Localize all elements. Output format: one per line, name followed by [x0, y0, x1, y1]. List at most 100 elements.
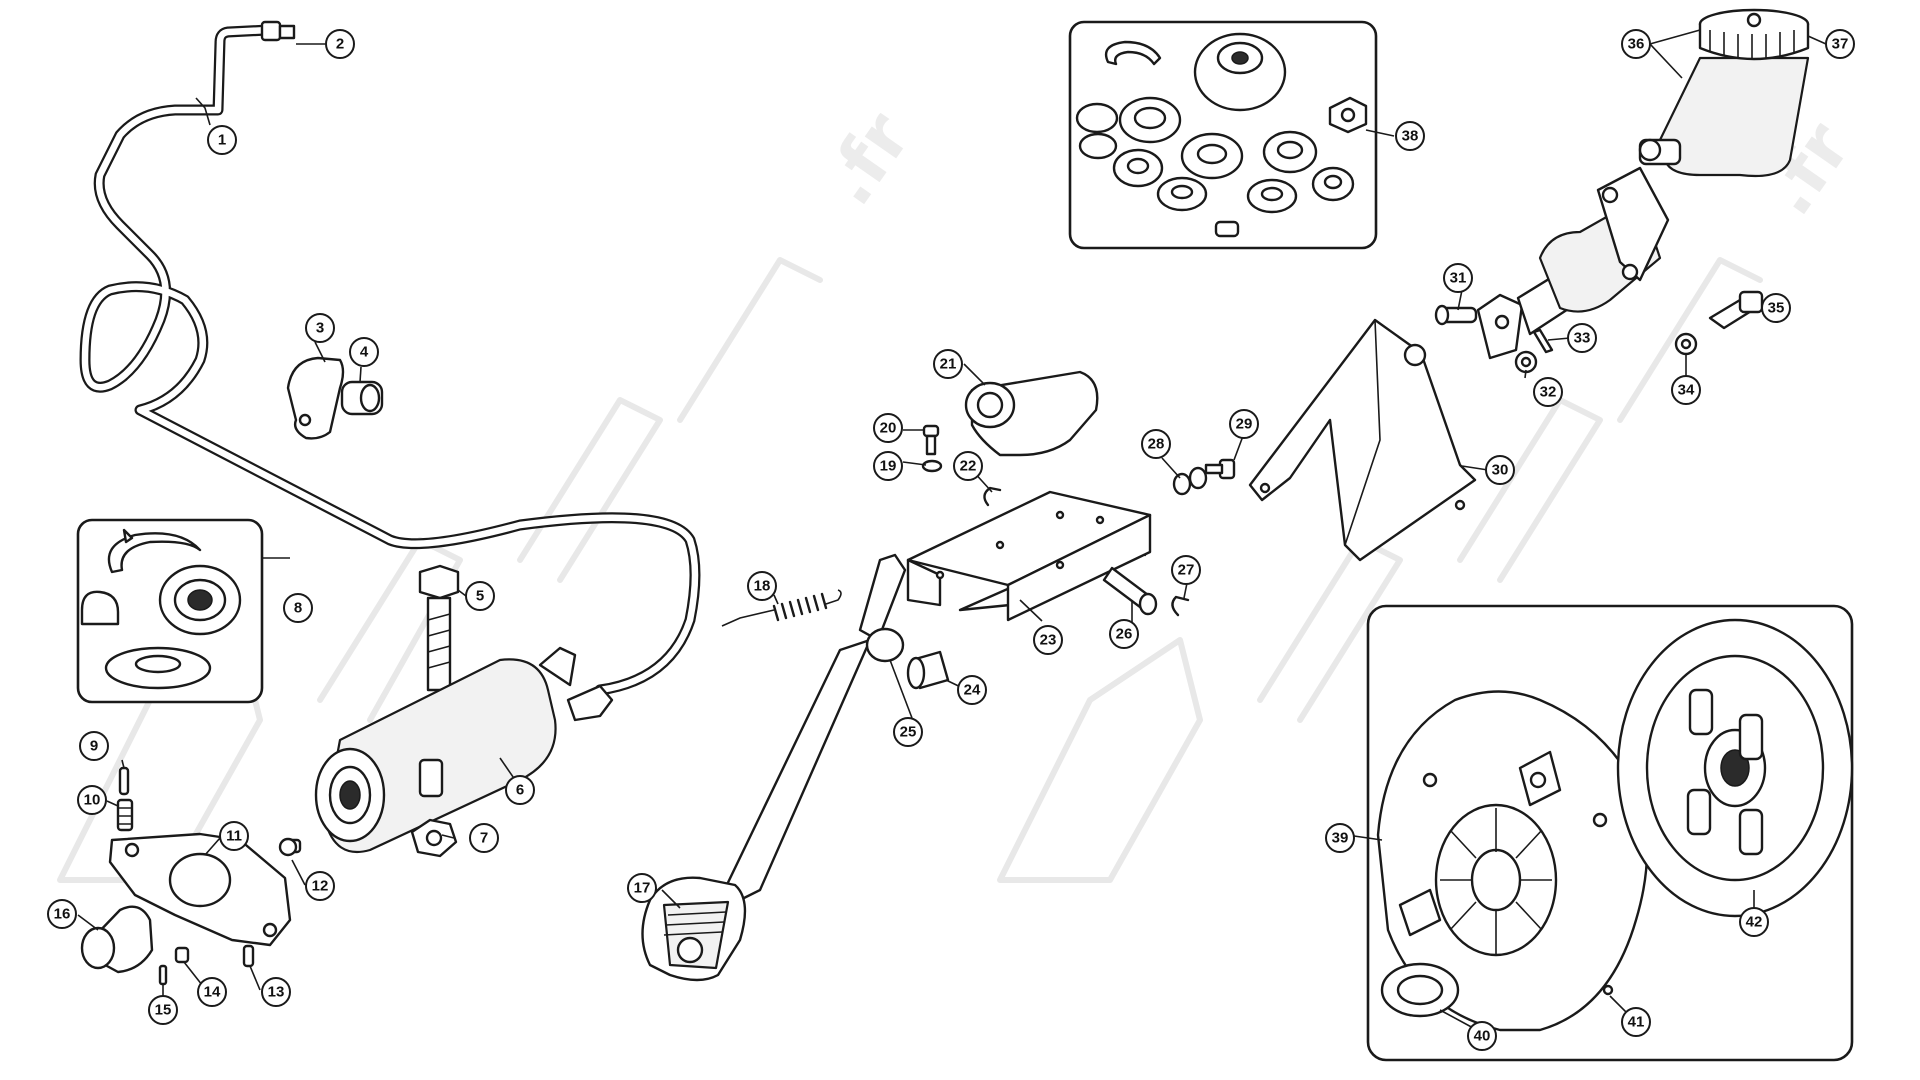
callout-35-label: 35	[1768, 300, 1785, 317]
callout-40-label: 40	[1474, 1028, 1491, 1045]
inset-seal-kit-38	[1068, 20, 1378, 250]
bolt-29	[1204, 458, 1236, 480]
circlip-27	[1171, 595, 1190, 617]
callout-9-label: 9	[90, 738, 98, 755]
callout-33-label: 33	[1574, 330, 1591, 347]
bolt-20	[922, 424, 940, 456]
master-cylinder-bracket	[1248, 318, 1477, 562]
reservoir-cap	[1698, 8, 1810, 61]
callout-17: 17	[627, 873, 657, 903]
callout-39: 39	[1325, 823, 1355, 853]
callout-19-label: 19	[880, 458, 897, 475]
split-pin-33	[1532, 328, 1554, 354]
callout-30: 30	[1485, 455, 1515, 485]
callout-38: 38	[1395, 121, 1425, 151]
callout-40: 40	[1467, 1021, 1497, 1051]
watermark-text-1: .fr	[807, 97, 927, 219]
callout-20-label: 20	[880, 420, 897, 437]
circlip-22	[983, 486, 1002, 507]
callout-31: 31	[1443, 263, 1473, 293]
pedal-bush	[906, 650, 950, 690]
release-fork	[108, 832, 292, 947]
callout-23-label: 23	[1040, 632, 1057, 649]
callout-34-label: 34	[1678, 382, 1695, 399]
callout-42: 42	[1739, 907, 1769, 937]
callout-6-label: 6	[516, 782, 524, 799]
callout-32-label: 32	[1540, 384, 1557, 401]
grommet	[340, 380, 384, 416]
callout-24: 24	[957, 675, 987, 705]
master-cylinder	[1516, 56, 1810, 336]
callout-4: 4	[349, 337, 379, 367]
callout-8-label: 8	[294, 600, 302, 617]
callout-38-label: 38	[1402, 128, 1419, 145]
callout-41: 41	[1621, 1007, 1651, 1037]
screw-12	[278, 837, 302, 857]
callout-24-label: 24	[964, 682, 981, 699]
callout-15: 15	[148, 995, 178, 1025]
callout-10: 10	[77, 785, 107, 815]
callout-28: 28	[1141, 429, 1171, 459]
callout-31-label: 31	[1450, 270, 1467, 287]
callout-29: 29	[1229, 409, 1259, 439]
callout-22-label: 22	[960, 458, 977, 475]
callout-5-label: 5	[476, 588, 484, 605]
callout-2: 2	[325, 29, 355, 59]
callout-13: 13	[261, 977, 291, 1007]
pin-15	[158, 964, 168, 986]
callout-10-label: 10	[84, 792, 101, 809]
callout-32: 32	[1533, 377, 1563, 407]
callout-14-label: 14	[204, 984, 221, 1001]
pin-10	[116, 798, 134, 832]
callout-36-label: 36	[1628, 36, 1645, 53]
callout-1: 1	[207, 125, 237, 155]
callout-12: 12	[305, 871, 335, 901]
callout-18: 18	[747, 571, 777, 601]
callout-11-label: 11	[226, 828, 242, 845]
callout-28-label: 28	[1148, 436, 1165, 453]
callout-16-label: 16	[54, 906, 71, 923]
pivot-pin	[1102, 566, 1158, 616]
clevis-pin-31	[1434, 304, 1478, 326]
callout-21-label: 21	[940, 356, 957, 373]
slave-cylinder	[314, 646, 614, 854]
pedal-bracket	[906, 490, 1152, 622]
bolt-35	[1708, 290, 1764, 330]
callout-27: 27	[1171, 555, 1201, 585]
bolt-5	[418, 564, 460, 692]
callout-37: 37	[1825, 29, 1855, 59]
callout-16: 16	[47, 899, 77, 929]
washers-28	[1172, 466, 1208, 496]
callout-5: 5	[465, 581, 495, 611]
callout-17-label: 17	[634, 880, 651, 897]
hydraulic-pipe	[79, 24, 701, 696]
callout-27-label: 27	[1178, 562, 1195, 579]
callout-22: 22	[953, 451, 983, 481]
washer-34	[1674, 332, 1698, 356]
callout-20: 20	[873, 413, 903, 443]
callout-36: 36	[1621, 29, 1651, 59]
callout-26-label: 26	[1116, 626, 1133, 643]
callout-39-label: 39	[1332, 830, 1349, 847]
callout-13-label: 13	[268, 984, 285, 1001]
callout-1-label: 1	[218, 132, 226, 149]
callout-21: 21	[933, 349, 963, 379]
nut-7	[410, 818, 458, 858]
clevis-fork	[1476, 293, 1524, 360]
callout-8: 8	[283, 593, 313, 623]
callout-2-label: 2	[336, 36, 344, 53]
callout-23: 23	[1033, 625, 1063, 655]
callout-41-label: 41	[1628, 1014, 1645, 1031]
inset-clutch-assembly	[1366, 604, 1854, 1062]
callout-19: 19	[873, 451, 903, 481]
callout-11: 11	[219, 821, 249, 851]
clutch-pedal	[641, 553, 907, 982]
callout-29-label: 29	[1236, 416, 1253, 433]
washer-32	[1514, 350, 1538, 374]
inset-seal-kit-8	[76, 518, 264, 704]
callout-14: 14	[197, 977, 227, 1007]
pipe-clip	[286, 356, 345, 440]
callout-37-label: 37	[1832, 36, 1849, 53]
callout-18-label: 18	[754, 578, 771, 595]
